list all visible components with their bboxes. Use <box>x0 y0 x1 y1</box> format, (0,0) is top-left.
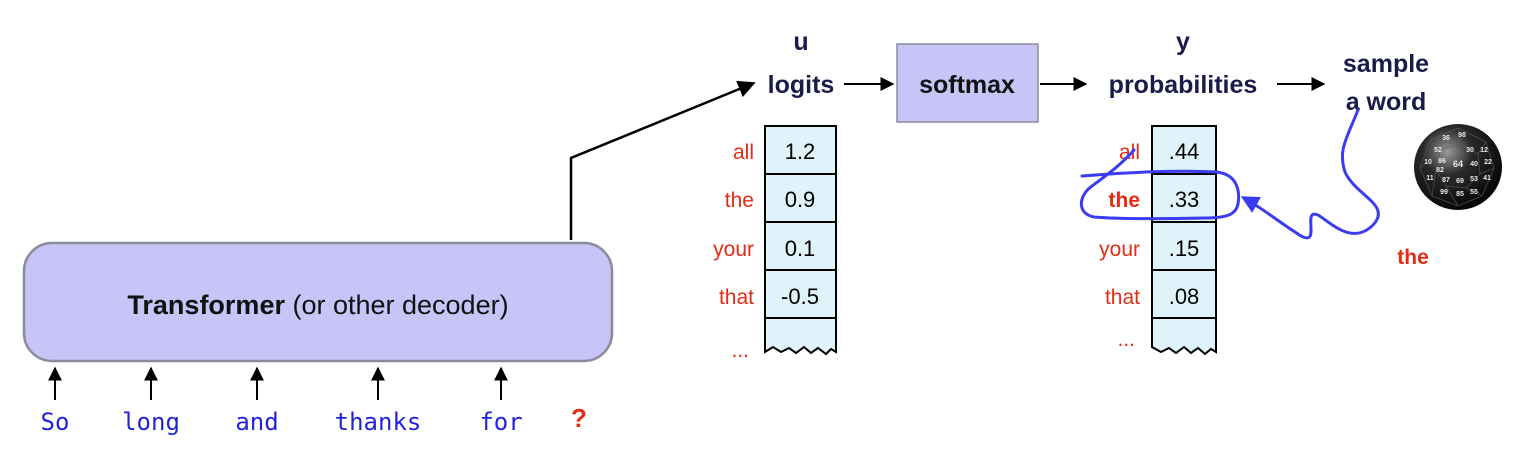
die-icon: 36 98 52 30 12 86 10 82 64 40 22 11 87 6… <box>1414 124 1502 210</box>
prob-values: .44 .33 .15 .08 <box>1169 139 1200 309</box>
die-number: 86 <box>1438 158 1446 165</box>
prob-value: .33 <box>1169 187 1200 212</box>
die-number: 82 <box>1436 167 1444 174</box>
prob-cells <box>1151 125 1217 356</box>
die-number: 52 <box>1434 147 1442 154</box>
logits-label: logits <box>768 71 835 99</box>
input-tokens: So long and thanks for <box>41 408 523 436</box>
die-number: 85 <box>1456 191 1464 198</box>
input-token: long <box>122 408 180 436</box>
sampling-path-arrow <box>1240 108 1380 240</box>
logits-vocab-labels: all the your that ... <box>713 141 754 362</box>
die-number: 30 <box>1466 147 1474 154</box>
probabilities-label: probabilities <box>1109 71 1258 99</box>
die-number: 64 <box>1453 159 1463 169</box>
vocab-word-that: that <box>1105 286 1140 309</box>
transformer-to-logits-arrow <box>569 80 756 240</box>
die-number: 10 <box>1424 159 1432 166</box>
prob-value: .08 <box>1169 284 1200 309</box>
logits-symbol: u <box>793 28 808 56</box>
logits-column: all the your that ... 1.2 0.9 0.1 -0.5 <box>713 125 837 362</box>
sampling-annotation <box>1079 108 1380 240</box>
die-number: 69 <box>1456 178 1464 185</box>
input-token: and <box>235 408 278 436</box>
probabilities-symbol: y <box>1176 28 1190 56</box>
transformer-box: Transformer (or other decoder) <box>22 241 614 363</box>
die-number: 22 <box>1484 159 1492 166</box>
transformer-label-bold: Transformer <box>127 290 285 320</box>
logit-value: -0.5 <box>781 284 819 309</box>
vocab-word-the: the <box>725 189 754 212</box>
input-token: thanks <box>335 408 422 436</box>
die-number: 99 <box>1440 189 1448 196</box>
vocab-ellipsis: ... <box>1117 328 1135 351</box>
die-number: 40 <box>1470 161 1478 168</box>
logit-value: 0.9 <box>785 187 816 212</box>
die-number: 36 <box>1442 135 1450 142</box>
softmax-label: softmax <box>919 71 1015 99</box>
prob-vocab-labels: all the your that ... <box>1099 141 1140 351</box>
input-token: for <box>479 408 522 436</box>
logits-cells <box>764 125 837 356</box>
softmax-box: softmax <box>896 43 1039 123</box>
transformer-label: Transformer (or other decoder) <box>127 290 508 320</box>
vocab-word-your: your <box>1099 238 1140 261</box>
vocab-word-all: all <box>733 141 754 164</box>
probabilities-column: all the your that ... .44 .33 .15 .08 <box>1099 125 1217 356</box>
input-token: So <box>41 408 70 436</box>
vocab-word-your: your <box>713 238 754 261</box>
vocab-ellipsis: ... <box>731 339 749 362</box>
vocab-word-that: that <box>719 286 754 309</box>
die-number: 98 <box>1458 132 1466 139</box>
selection-loop <box>1079 148 1241 221</box>
input-arrows <box>48 366 508 400</box>
die-number: 12 <box>1480 147 1488 154</box>
prob-value: .44 <box>1169 139 1200 164</box>
die-number: 53 <box>1470 176 1478 183</box>
logits-values: 1.2 0.9 0.1 -0.5 <box>781 139 819 309</box>
prob-value: .15 <box>1169 236 1200 261</box>
die-number: 11 <box>1426 175 1434 182</box>
sampled-word: the <box>1397 246 1429 269</box>
die-number: 55 <box>1470 189 1478 196</box>
die-number: 87 <box>1442 177 1450 184</box>
sample-label-line1: sample <box>1343 50 1429 78</box>
sample-label-line2: a word <box>1346 88 1427 116</box>
vocab-word-the-selected: the <box>1109 189 1141 212</box>
logit-value: 1.2 <box>785 139 816 164</box>
next-token-question-mark: ? <box>571 403 587 433</box>
die-number: 41 <box>1483 175 1491 182</box>
transformer-label-rest: (or other decoder) <box>285 290 509 320</box>
logit-value: 0.1 <box>785 236 816 261</box>
